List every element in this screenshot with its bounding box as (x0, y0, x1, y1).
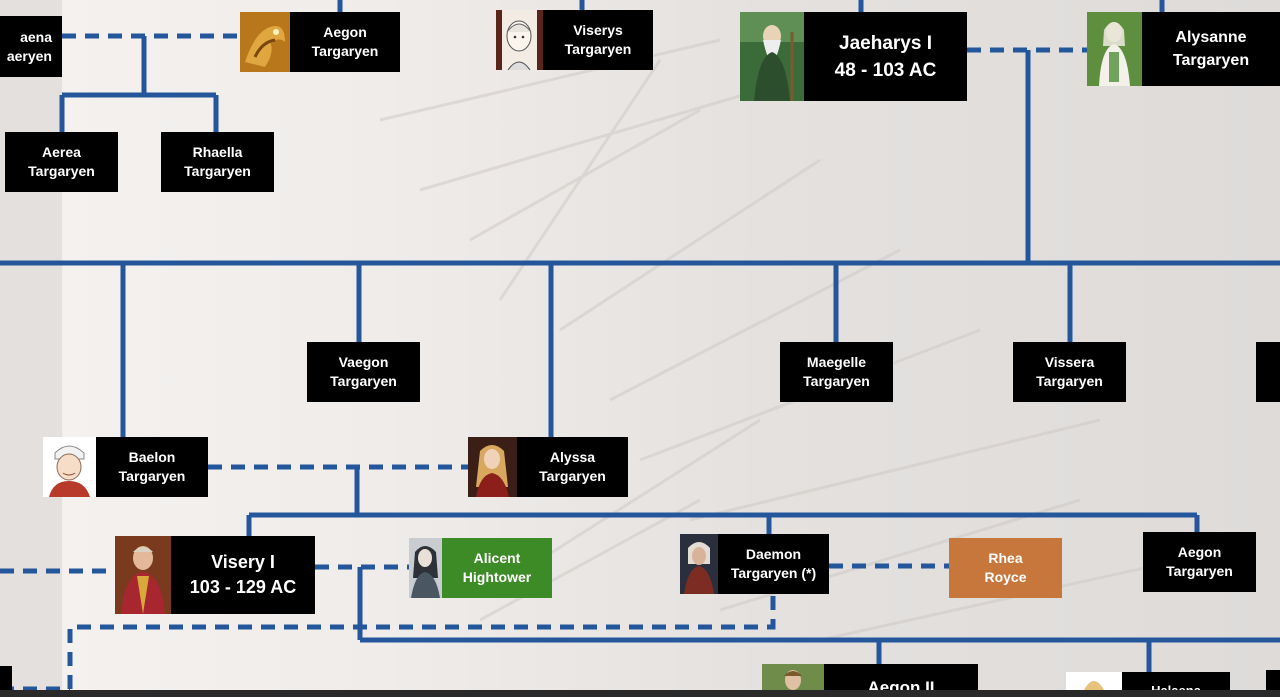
node-viserys-i[interactable]: Visery I 103 - 129 AC (115, 536, 315, 614)
aerea-name: Aerea (42, 144, 81, 160)
alyssa-name: Alyssa (549, 449, 596, 465)
node-offscreen-bottom-right[interactable] (1266, 670, 1280, 690)
baelon-house: Targaryen (118, 468, 186, 484)
node-aerea[interactable]: Aerea Targaryen (5, 132, 118, 192)
vaegon-house: Targaryen (330, 373, 397, 389)
alyssa-house: Targaryen (539, 468, 606, 484)
halaena-portrait-icon (1066, 672, 1122, 690)
node-maegelle[interactable]: Maegelle Targaryen (780, 342, 893, 402)
alicent-house: Hightower (462, 569, 532, 585)
node-vaegon[interactable]: Vaegon Targaryen (307, 342, 420, 402)
vissera-house: Targaryen (1036, 373, 1103, 389)
aegon-ii-name: Aegon II (867, 678, 935, 690)
node-rhaella[interactable]: Rhaella Targaryen (161, 132, 274, 192)
viserys-i-reign: 103 - 129 AC (189, 577, 297, 597)
alysanne-name: Alysanne (1175, 29, 1247, 46)
aegon-right-house: Targaryen (1166, 563, 1233, 579)
node-baelon[interactable]: Baelon Targaryen (43, 437, 208, 497)
window-bottom-edge (0, 690, 1280, 697)
jaeharys-portrait-icon (740, 12, 804, 101)
node-vissera[interactable]: Vissera Targaryen (1013, 342, 1126, 402)
daemon-house: Targaryen (*) (730, 565, 817, 581)
rhea-house: Royce (984, 569, 1027, 585)
aegon-top-house: Targaryen (311, 43, 379, 59)
node-offscreen-right[interactable] (1256, 342, 1280, 402)
alysanne-portrait-icon (1087, 12, 1142, 86)
aegon-top-name: Aegon (323, 24, 367, 40)
node-aegon-top[interactable]: Aegon Targaryen (240, 12, 400, 72)
halaena-name: Halaena (1151, 681, 1201, 690)
node-offscreen-bottom-left[interactable] (0, 666, 12, 690)
node-alysanne[interactable]: Alysanne Targaryen (1087, 12, 1280, 86)
baelon-name: Baelon (128, 449, 176, 465)
alicent-name: Alicent (473, 550, 521, 566)
node-aegon-ii[interactable]: Aegon II (762, 664, 978, 690)
dragon-icon (240, 12, 290, 72)
maegelle-name: Maegelle (806, 354, 867, 370)
node-halaena[interactable]: Halaena (1066, 672, 1230, 690)
jaeharys-reign: 48 - 103 AC (834, 59, 937, 81)
viserys-i-portrait-icon (115, 536, 171, 614)
node-alicent[interactable]: Alicent Hightower (409, 538, 552, 598)
viserys-top-name: Viserys (573, 22, 623, 38)
node-viserys-top[interactable]: Viserys Targaryen (496, 10, 653, 70)
daemon-name: Daemon (745, 546, 802, 562)
alyssa-portrait-icon (468, 437, 517, 497)
daemon-portrait-icon (680, 534, 718, 594)
node-aegon-right[interactable]: Aegon Targaryen (1143, 532, 1256, 592)
maegelle-house: Targaryen (803, 373, 870, 389)
viserys-portrait-icon (496, 10, 543, 70)
aena-house: aeryen (6, 47, 52, 64)
viserys-top-house: Targaryen (564, 41, 632, 57)
alysanne-house: Targaryen (1172, 52, 1250, 69)
rhaella-house: Targaryen (184, 163, 251, 179)
alicent-portrait-icon (409, 538, 442, 598)
aena-name: aena (20, 28, 52, 45)
aegon-right-name: Aegon (1177, 544, 1222, 560)
rhaella-name: Rhaella (192, 144, 243, 160)
node-rhea[interactable]: Rhea Royce (949, 538, 1062, 598)
node-daemon[interactable]: Daemon Targaryen (*) (680, 534, 829, 594)
vaegon-name: Vaegon (338, 354, 389, 370)
jaeharys-name: Jaeharys I (839, 32, 932, 54)
baelon-portrait-icon (43, 437, 96, 497)
vissera-name: Vissera (1044, 354, 1095, 370)
aegon-ii-portrait-icon (762, 664, 824, 690)
rhea-name: Rhea (988, 550, 1023, 566)
node-aena[interactable]: aena aeryen (0, 16, 62, 77)
aerea-house: Targaryen (28, 163, 95, 179)
node-jaeharys[interactable]: Jaeharys I 48 - 103 AC (740, 12, 967, 101)
node-alyssa[interactable]: Alyssa Targaryen (468, 437, 628, 497)
viserys-i-name: Visery I (211, 552, 275, 572)
